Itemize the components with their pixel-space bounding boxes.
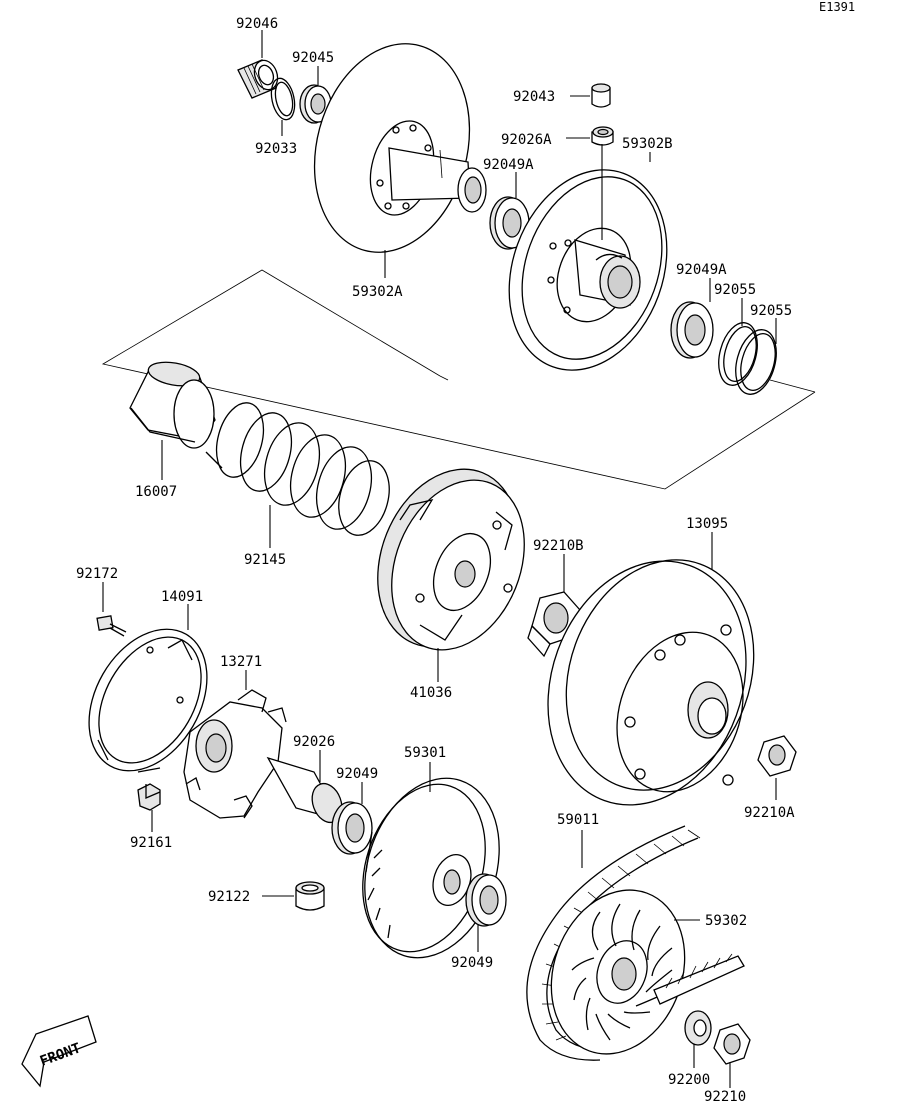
- label-92046: 92046: [236, 16, 278, 32]
- carrier-13271: [183, 689, 287, 819]
- needle-bearing-92046: [237, 59, 279, 99]
- clutch-housing-13095: [547, 559, 755, 806]
- washer-92200: [684, 1010, 712, 1046]
- label-59302B: 59302B: [622, 136, 673, 152]
- label-92210: 92210: [704, 1089, 746, 1103]
- o-ring-92055-b: [735, 329, 777, 395]
- sheave-59302A: [313, 43, 487, 253]
- bracket-tick: [439, 375, 449, 381]
- spring-92145: [205, 402, 390, 536]
- label-92210B: 92210B: [533, 538, 584, 554]
- label-59301: 59301: [404, 745, 446, 761]
- diagram-code: E1391: [819, 0, 855, 14]
- label-92200: 92200: [668, 1072, 710, 1088]
- label-59011: 59011: [557, 812, 599, 828]
- label-92049A-right: 92049A: [676, 262, 727, 278]
- clutch-shoe-41036: [377, 468, 525, 651]
- label-92045: 92045: [292, 50, 334, 66]
- label-13095: 13095: [686, 516, 728, 532]
- fan-sheave-59302: [550, 889, 745, 1055]
- leader-lines: [102, 30, 777, 1088]
- front-arrow-icon: FRONT: [21, 1015, 97, 1088]
- snap-ring-92033: [270, 77, 296, 121]
- bracket-end: [769, 379, 816, 393]
- label-92210A: 92210A: [744, 805, 795, 821]
- spring-guide-16007: [129, 361, 216, 449]
- label-92049-a: 92049: [336, 766, 378, 782]
- assembly-bracket: [101, 269, 816, 490]
- label-16007: 16007: [135, 484, 177, 500]
- label-92122: 92122: [208, 889, 250, 905]
- nut-92210A: [757, 735, 797, 777]
- label-59302: 59302: [705, 913, 747, 929]
- label-59302A: 59302A: [352, 284, 403, 300]
- label-13271: 13271: [220, 654, 262, 670]
- sheave-59301: [362, 777, 500, 959]
- label-92055-b: 92055: [750, 303, 792, 319]
- label-92043: 92043: [513, 89, 555, 105]
- plate-14091: [88, 628, 208, 773]
- screw-92172: [96, 615, 127, 637]
- label-92172: 92172: [76, 566, 118, 582]
- label-92049-b: 92049: [451, 955, 493, 971]
- label-92049A-top: 92049A: [483, 157, 534, 173]
- oil-seal-92049-lower: [465, 873, 507, 927]
- part-labels: 92046 92045 92033 59302A 92043 92026A 59…: [76, 16, 795, 1103]
- damper-92161: [137, 783, 161, 811]
- label-92033: 92033: [255, 141, 297, 157]
- label-92161: 92161: [130, 835, 172, 851]
- label-92026A: 92026A: [501, 132, 552, 148]
- o-ring-92055-a: [718, 322, 758, 386]
- label-14091: 14091: [161, 589, 203, 605]
- oil-seal-92049-mid: [331, 801, 373, 855]
- collar-92026A: [591, 126, 614, 146]
- collar-92122: [295, 881, 325, 911]
- label-92026: 92026: [293, 734, 335, 750]
- oil-seal-92049A-right: [670, 301, 714, 359]
- sheave-59302B: [508, 169, 668, 371]
- label-92145: 92145: [244, 552, 286, 568]
- nut-92210: [713, 1023, 751, 1065]
- pin-92043: [591, 83, 611, 108]
- label-92055-a: 92055: [714, 282, 756, 298]
- label-41036: 41036: [410, 685, 452, 701]
